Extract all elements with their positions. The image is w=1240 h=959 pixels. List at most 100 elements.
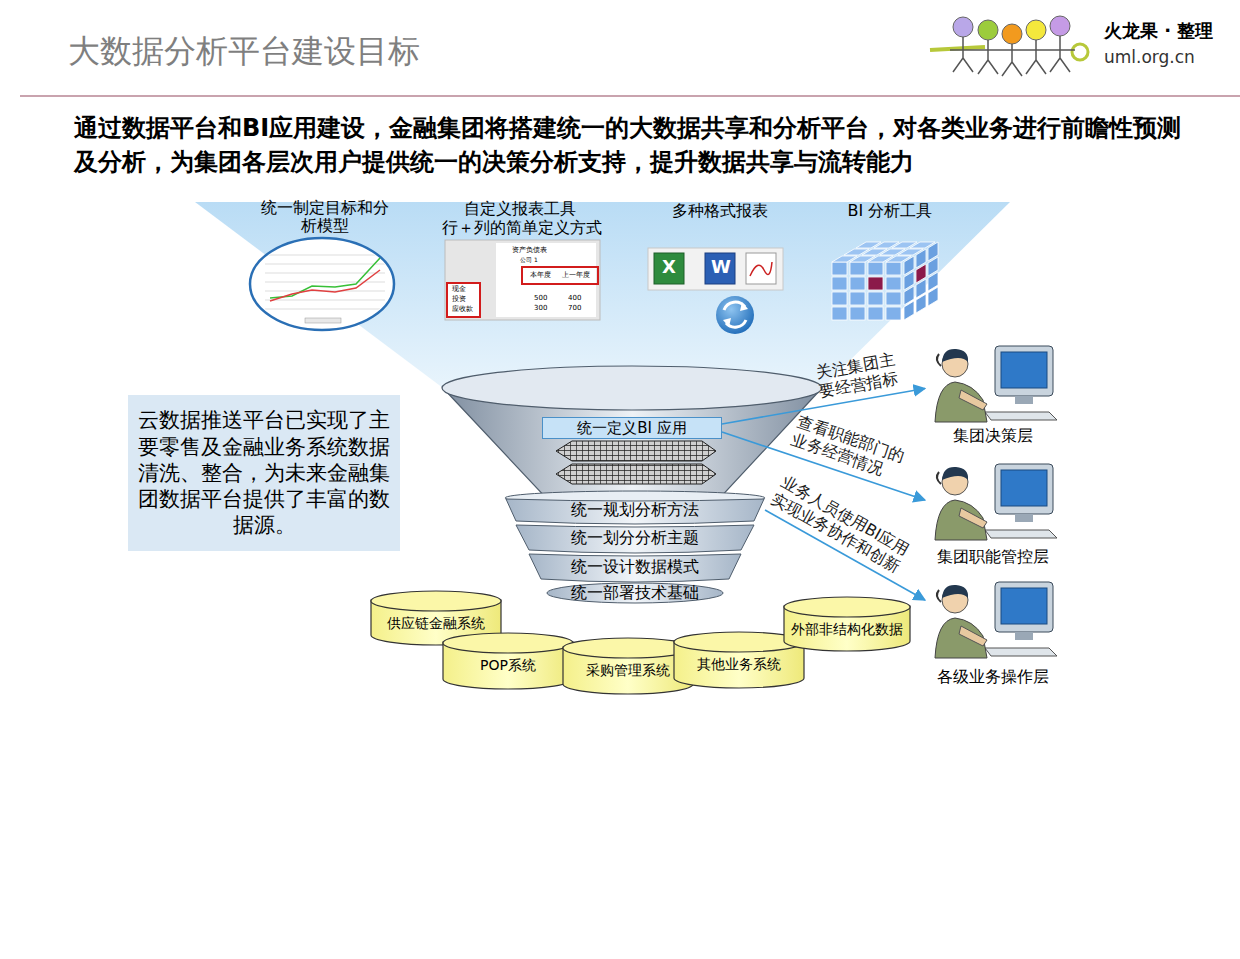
olap-cube [916, 294, 926, 313]
report-picture [522, 267, 598, 284]
intro-text: 通过数据平台和BI应用建设，金融集团将搭建统一的大数据共享和分析平台，对各类业务… [74, 112, 1184, 179]
picture-heading: BI 分析工具 [830, 201, 950, 220]
title-rule [20, 95, 1240, 97]
line-chart-picture [270, 258, 380, 298]
funnel-upper [556, 441, 716, 461]
node-text: 采购管理系统 [586, 662, 670, 679]
table-cell: 上一年度 [562, 271, 590, 279]
line-chart-picture [265, 255, 385, 309]
olap-cube [832, 292, 847, 305]
funnel-band: 统一划分分析主题 [515, 523, 755, 552]
node-text: 集团职能管控层 [937, 547, 1049, 566]
note-box: 云数据推送平台已实现了主要零售及金融业务系统数据清洗、整合，为未来金融集团数据平… [128, 395, 400, 551]
table-cell: 700 [568, 304, 581, 312]
olap-cube [850, 292, 865, 305]
line-chart-picture [305, 318, 341, 323]
line-chart-picture [265, 300, 385, 301]
user-at-computer [935, 346, 1057, 422]
table-cell: 500 [534, 294, 547, 302]
logo-text: 火龙果 · 整理 [1104, 20, 1213, 42]
logo [1050, 16, 1070, 36]
report-picture [445, 240, 600, 320]
page-title: 大数据分析平台建设目标 [68, 30, 420, 74]
logo [1002, 24, 1022, 44]
icon-letter: X [662, 256, 676, 278]
olap-cube [868, 307, 883, 320]
olap-cube [886, 307, 901, 320]
olap-cube [886, 262, 901, 275]
olap-cube [886, 277, 901, 290]
olap-cube [850, 262, 865, 275]
report-picture [447, 283, 480, 317]
olap-cube [928, 287, 938, 306]
olap-cube [868, 262, 883, 275]
olap-cube [832, 307, 847, 320]
edge-label: 业务人员使用BI应用实现业务协作和创新 [769, 472, 920, 580]
node-text: POP系统 [480, 657, 536, 674]
funnel-upper [556, 464, 716, 484]
olap-cube [898, 249, 923, 255]
user-at-computer [935, 464, 1057, 540]
table-cell: 400 [568, 294, 581, 302]
olap-cube [886, 292, 901, 305]
icon-letter: W [711, 256, 731, 278]
report-picture [496, 243, 596, 317]
olap-cube [904, 301, 914, 320]
node-text: 各级业务操作层 [937, 667, 1049, 686]
funnel-band: 统一设计数据模式 [528, 552, 742, 581]
table-cell: 300 [534, 304, 547, 312]
format-icons [654, 253, 684, 284]
format-icons [648, 248, 783, 334]
format-icons [716, 296, 754, 334]
logo-url: uml.org.cn [1104, 47, 1195, 67]
line-chart-picture [250, 238, 394, 330]
funnel-upper [442, 366, 822, 505]
logo [1072, 44, 1088, 60]
olap-cube [868, 277, 883, 290]
line-chart-picture [270, 270, 380, 301]
line-chart-picture [265, 264, 385, 265]
band-shape [529, 554, 741, 582]
node-text: 统一规划分析方法 [571, 500, 699, 519]
table-cell: 应收款 [452, 305, 473, 313]
table-cell: 投资 [452, 295, 466, 303]
olap-cube [850, 277, 865, 290]
database-cylinder: POP系统 [442, 632, 574, 690]
line-chart-picture [265, 282, 385, 283]
table-cell: 现金 [452, 285, 466, 293]
logo [930, 16, 1088, 76]
table-cell: 资产负债表 [512, 246, 547, 254]
node-text: 外部非结构化数据 [791, 621, 903, 638]
olap-cube [868, 292, 883, 305]
band-shape [516, 525, 754, 553]
node-text: 统一部署技术基础 [571, 583, 699, 602]
format-icons [723, 302, 748, 327]
line-chart-picture [250, 238, 394, 330]
bi-layer-box: 统一定义BI 应用 [542, 417, 722, 439]
node-text: 集团决策层 [953, 426, 1033, 445]
report-picture [445, 240, 600, 320]
node-text: 统一划分分析主题 [571, 528, 699, 547]
format-icons [648, 248, 783, 290]
picture-heading: 自定义报表工具 [440, 199, 600, 218]
user-group: 集团职能管控层 [925, 458, 1060, 566]
olap-cube [850, 307, 865, 320]
olap-cube [832, 262, 847, 275]
line-chart-picture [265, 309, 385, 310]
logo [1026, 20, 1046, 40]
logo [978, 20, 998, 40]
picture-heading: 统一制定目标和分析模型 [255, 199, 395, 236]
olap-cube [886, 256, 911, 262]
database-cylinder: 外部非结构化数据 [783, 596, 911, 652]
picture-heading: 多种格式报表 [660, 201, 780, 220]
olap-cube [832, 277, 847, 290]
band-shape [506, 499, 764, 524]
node-text: 统一定义BI 应用 [577, 419, 686, 437]
olap-cube [910, 242, 935, 248]
user-group: 各级业务操作层 [925, 576, 1060, 686]
node-text: 其他业务系统 [697, 656, 781, 673]
node-text: 供应链金融系统 [387, 615, 485, 632]
picture-heading: 行＋列的简单定义方式 [432, 218, 612, 237]
user-group: 集团决策层 [925, 340, 1060, 445]
